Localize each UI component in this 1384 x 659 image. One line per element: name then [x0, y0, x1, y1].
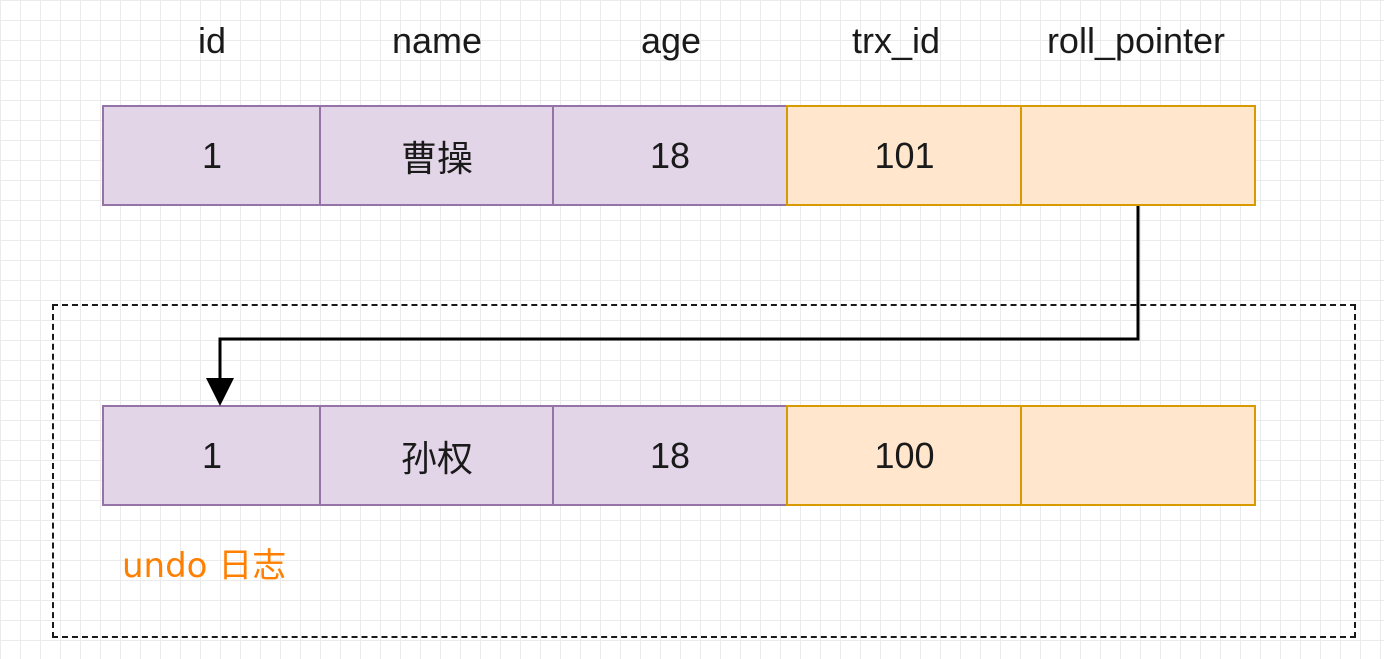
undo-log-label: undo 日志 [122, 546, 287, 586]
undo-cell-roll-pointer [1020, 405, 1256, 506]
column-header-age: age [640, 20, 702, 61]
column-header-id: id [197, 20, 227, 61]
column-header-roll-pointer: roll_pointer [1046, 20, 1226, 61]
current-cell-roll-pointer [1020, 105, 1256, 206]
current-cell-name: 曹操 [319, 105, 555, 206]
undo-cell-name: 孙权 [319, 405, 555, 506]
current-cell-trx-id: 101 [786, 105, 1023, 206]
column-header-name: name [391, 20, 483, 61]
current-cell-age: 18 [552, 105, 788, 206]
current-cell-id: 1 [102, 105, 322, 206]
undo-cell-id: 1 [102, 405, 322, 506]
column-header-trx-id: trx_id [851, 20, 941, 61]
undo-cell-trx-id: 100 [786, 405, 1023, 506]
undo-cell-age: 18 [552, 405, 788, 506]
